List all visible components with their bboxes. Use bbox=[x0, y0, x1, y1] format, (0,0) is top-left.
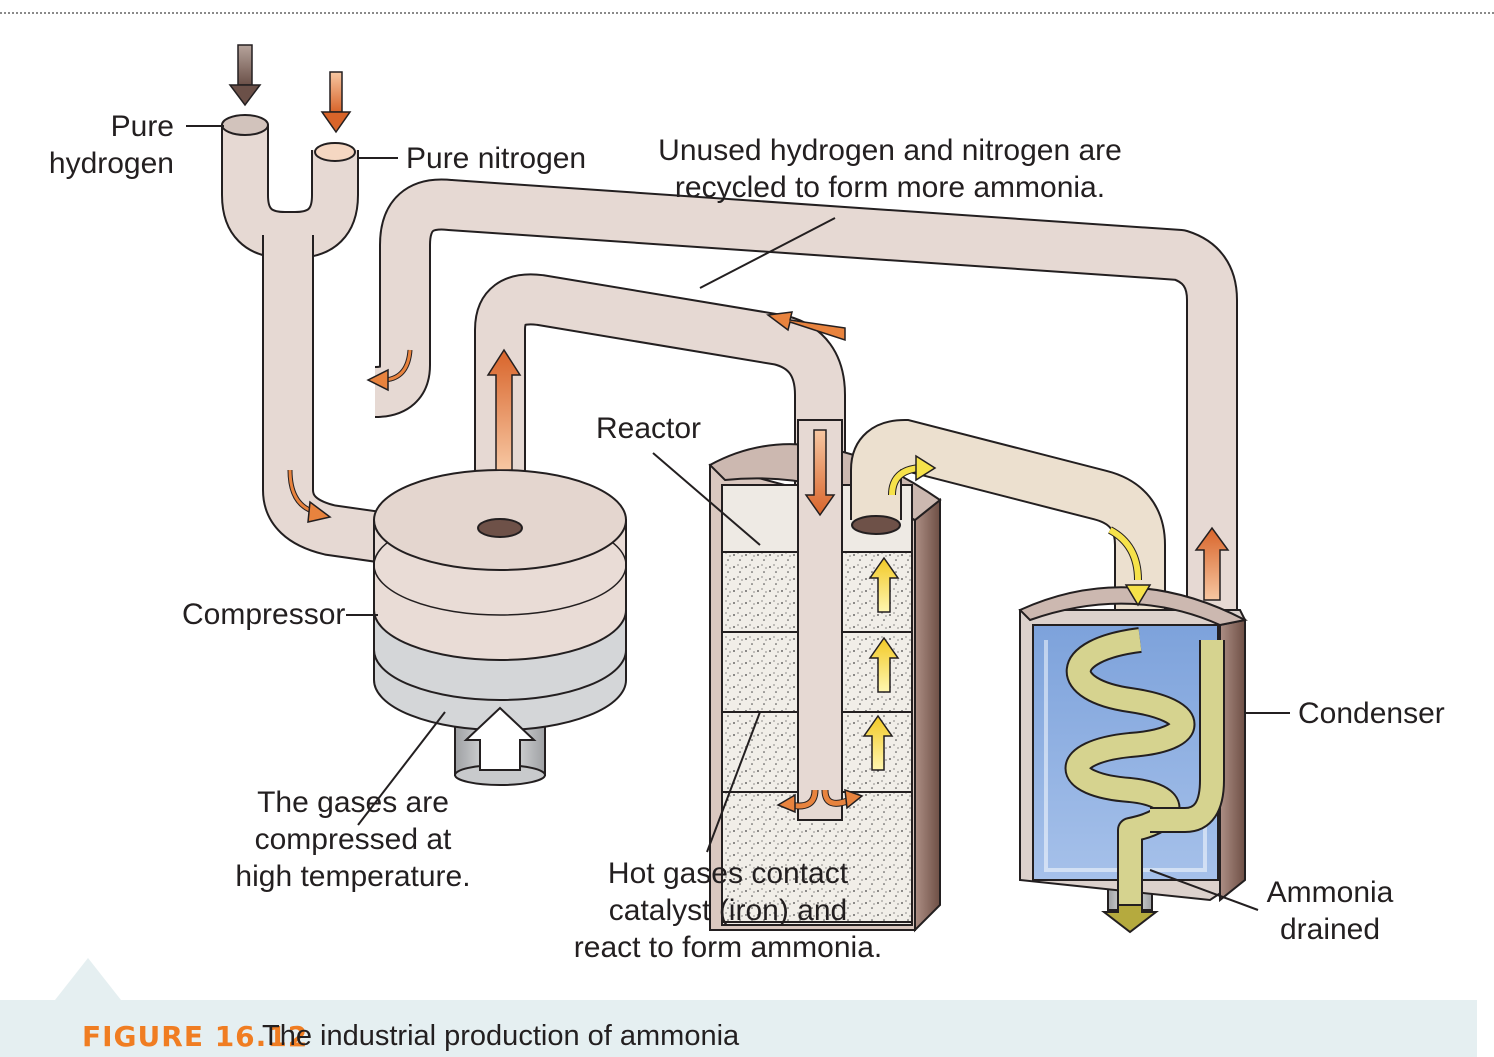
compressed-note-line-3: high temperature. bbox=[235, 860, 471, 893]
hot-gases-note-line-1: Hot gases contact bbox=[607, 857, 849, 890]
ammonia-process-diagram bbox=[186, 44, 1290, 934]
condenser-label: Condenser bbox=[1298, 697, 1445, 730]
compressor-outlet-arrow bbox=[486, 348, 522, 471]
hot-gases-note-line-3: react to form ammonia. bbox=[573, 931, 883, 964]
reactor-outlet-arrow bbox=[888, 454, 937, 496]
compressor bbox=[373, 469, 627, 786]
flow-arrows bbox=[228, 44, 1230, 814]
compressed-note-line-1: The gases are bbox=[257, 786, 449, 819]
caption-bar bbox=[0, 1000, 1477, 1057]
hot-gases-note-line-2: catalyst (iron) and bbox=[608, 894, 848, 927]
recycle-note-line-2: recycled to form more ammonia. bbox=[674, 171, 1106, 204]
ammonia-drained-line-1: Ammonia bbox=[1266, 876, 1394, 909]
caption-pointer bbox=[55, 958, 121, 1000]
recycle-arrow bbox=[766, 311, 846, 342]
catalyst-bed-arrows bbox=[862, 556, 900, 771]
reactor-label: Reactor bbox=[596, 412, 702, 445]
pure-nitrogen-label: Pure nitrogen bbox=[406, 142, 587, 175]
pure-hydrogen-line-2: hydrogen bbox=[48, 147, 174, 180]
compressed-note: The gases are compressed at high tempera… bbox=[218, 784, 488, 895]
condenser bbox=[1018, 586, 1248, 934]
figure-number: FIGURE 16.12 bbox=[82, 1020, 309, 1053]
reactor-feed-pipe bbox=[474, 273, 846, 775]
compressor-label: Compressor bbox=[182, 598, 346, 631]
inlet-pipes bbox=[221, 114, 404, 566]
top-dotted-rule bbox=[0, 12, 1494, 14]
pure-hydrogen-line-1: Pure bbox=[110, 110, 174, 143]
nitrogen-inlet-arrow bbox=[320, 71, 352, 134]
reactor-down-arrow bbox=[804, 429, 836, 517]
recycle-note-line-1: Unused hydrogen and nitrogen are bbox=[658, 134, 1122, 167]
merge-arrow bbox=[366, 349, 413, 392]
pure-hydrogen-label: Pure hydrogen bbox=[40, 108, 174, 182]
ammonia-drained-line-2: drained bbox=[1279, 913, 1381, 946]
feed-arrow bbox=[287, 469, 332, 523]
leader-lines bbox=[186, 125, 1290, 911]
recycle-note: Unused hydrogen and nitrogen are recycle… bbox=[640, 132, 1140, 206]
condenser-inlet-arrow bbox=[1107, 526, 1152, 607]
condenser-return-arrow bbox=[1194, 526, 1230, 601]
figure-caption: The industrial production of ammonia bbox=[262, 1020, 740, 1052]
ammonia-drained-label: Ammonia drained bbox=[1248, 874, 1412, 948]
hydrogen-inlet-arrow bbox=[228, 44, 262, 107]
recycle-pipe bbox=[373, 178, 1238, 660]
reactor-bottom-arrows bbox=[776, 788, 864, 814]
compressed-note-line-2: compressed at bbox=[254, 823, 452, 856]
hot-gases-note: Hot gases contact catalyst (iron) and re… bbox=[558, 855, 898, 966]
